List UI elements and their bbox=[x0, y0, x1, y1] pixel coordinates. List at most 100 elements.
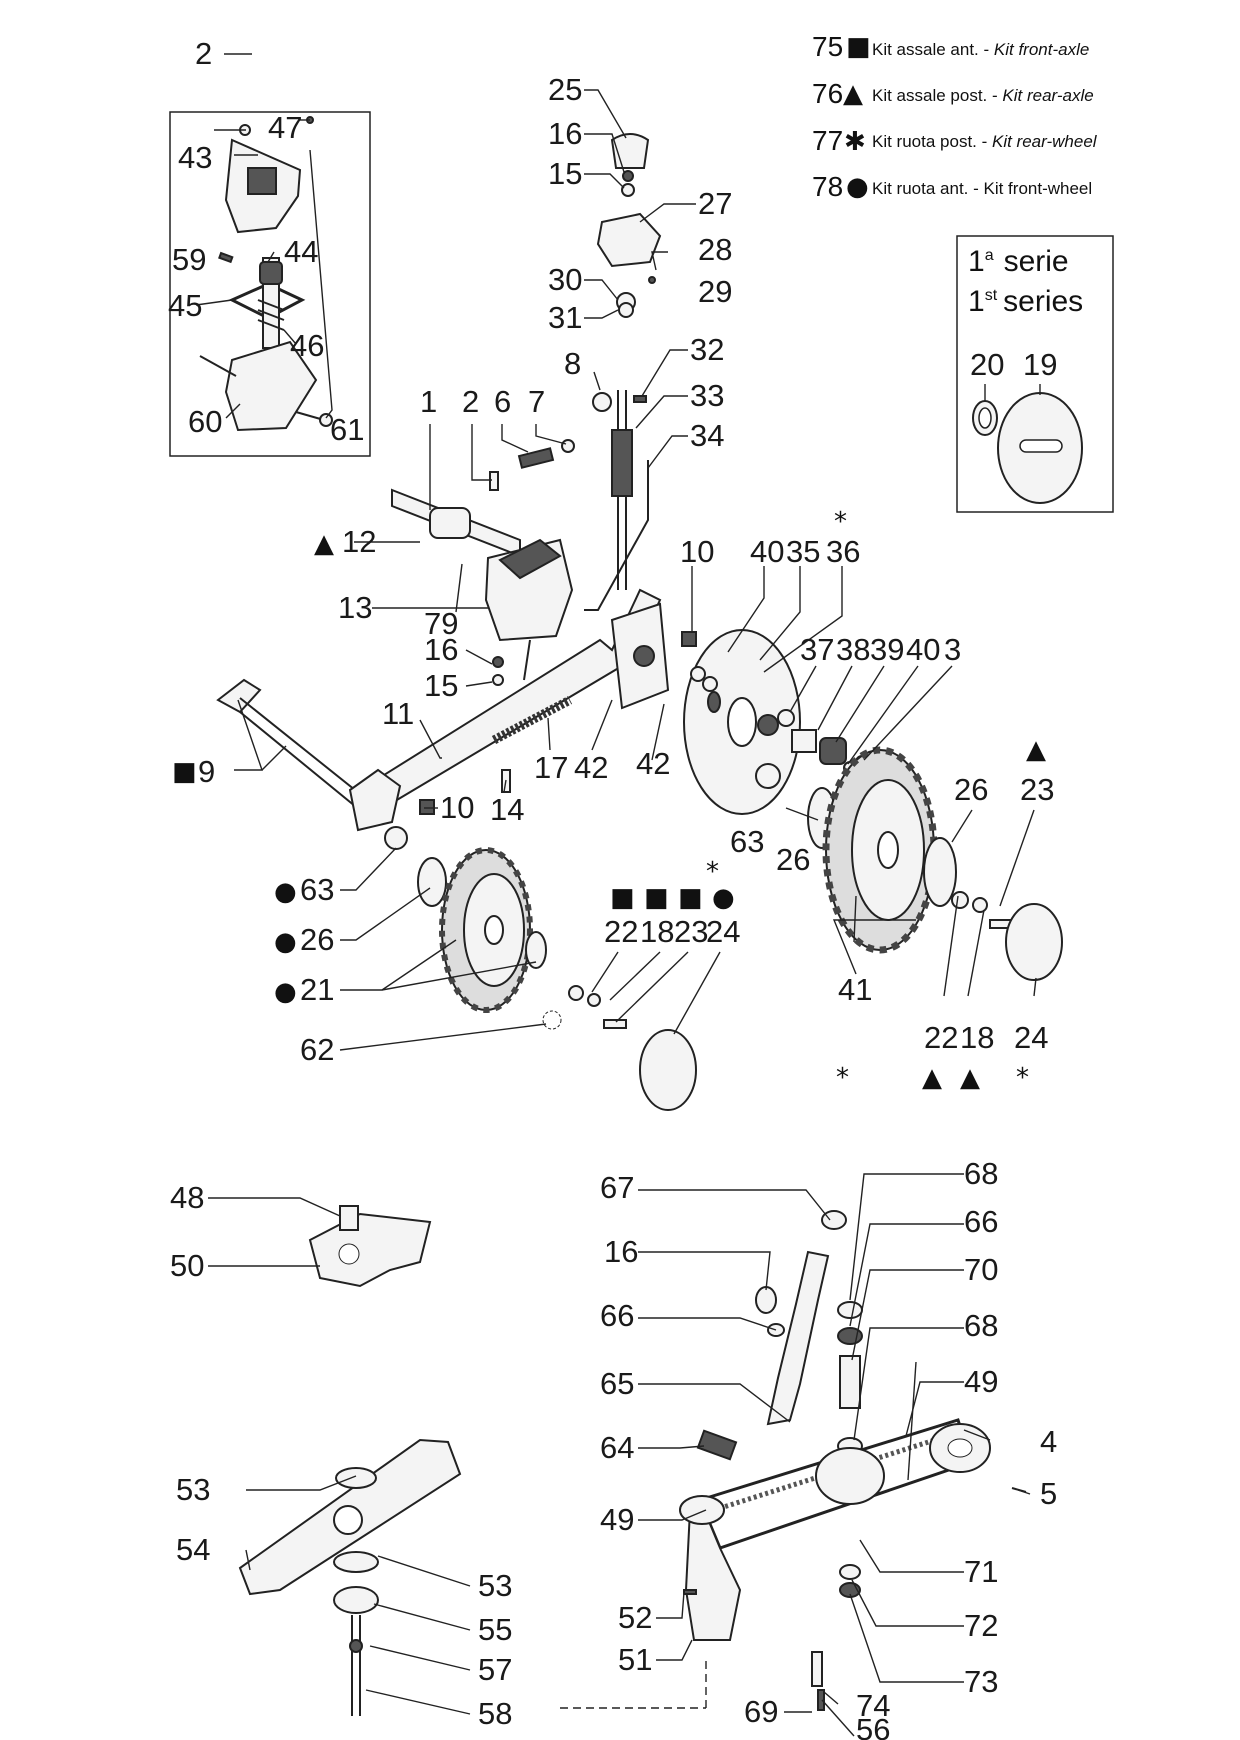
callout-35: 35 bbox=[786, 534, 820, 569]
callout-40: 40 bbox=[750, 534, 784, 569]
callout-28: 28 bbox=[698, 232, 732, 267]
callout-1: 1 bbox=[420, 384, 437, 419]
square-symbol-icon: ■ bbox=[846, 32, 871, 62]
callout-4: 4 bbox=[1040, 1424, 1057, 1459]
callout-10: 10 bbox=[440, 790, 474, 825]
callout-47: 47 bbox=[268, 110, 302, 145]
legend-number: 76 bbox=[812, 78, 843, 109]
callout-72: 72 bbox=[964, 1608, 998, 1643]
callout-43: 43 bbox=[178, 140, 212, 175]
callout-52: 52 bbox=[618, 1600, 652, 1635]
wheel-parts bbox=[384, 746, 1063, 1111]
square-symbol-icon: ■ bbox=[644, 883, 669, 913]
callout-33: 33 bbox=[690, 378, 724, 413]
callout-68: 68 bbox=[964, 1308, 998, 1343]
callout-26: 26 bbox=[954, 772, 988, 807]
legend-row-78: 78 ● Kit ruota ant. - Kit front-wheel bbox=[812, 171, 1092, 202]
callout-30: 30 bbox=[548, 262, 582, 297]
callout-40: 40 bbox=[906, 632, 940, 667]
callout-42: 42 bbox=[636, 746, 670, 781]
circle-symbol-icon: ● bbox=[846, 172, 869, 202]
callout-27: 27 bbox=[698, 186, 732, 221]
circle-symbol-icon: ● bbox=[712, 883, 735, 913]
legend-text: Kit ruota ant. - Kit front-wheel bbox=[872, 179, 1092, 198]
callout-57: 57 bbox=[478, 1652, 512, 1687]
callout-31: 31 bbox=[548, 300, 582, 335]
callout-18: 18 bbox=[960, 1020, 994, 1055]
callout-11: 11 bbox=[382, 696, 414, 731]
triangle-symbol-icon: ▲ bbox=[314, 529, 334, 559]
legend-number: 75 bbox=[812, 31, 843, 62]
callout-60: 60 bbox=[188, 404, 222, 439]
callout-16: 16 bbox=[548, 116, 582, 151]
callout-70: 70 bbox=[964, 1252, 998, 1287]
legend-row-75: 75 ■ Kit assale ant. - Kit front-axle bbox=[812, 31, 1089, 62]
callout-23: 23 bbox=[674, 914, 708, 949]
callout-16: 16 bbox=[424, 632, 458, 667]
square-symbol-icon: ■ bbox=[678, 883, 703, 913]
legend-number: 78 bbox=[812, 171, 843, 202]
callout-46: 46 bbox=[290, 328, 324, 363]
callout-19: 19 bbox=[1023, 347, 1057, 382]
legend-text: Kit assale ant. - Kit front-axle bbox=[872, 40, 1089, 59]
callout-61: 61 bbox=[330, 412, 364, 447]
callout-29: 29 bbox=[698, 274, 732, 309]
callout-22: 22 bbox=[604, 914, 638, 949]
callout-50: 50 bbox=[170, 1248, 204, 1283]
callout-48: 48 bbox=[170, 1180, 204, 1215]
callout-62: 62 bbox=[300, 1032, 334, 1067]
callout-63: 63 bbox=[300, 872, 334, 907]
kit-symbols: ▲ ■ * ● ● ● ■ ■ ■ ● * * * ▲ ▲ * ▲ bbox=[172, 507, 1046, 1093]
callout-69: 69 bbox=[744, 1694, 778, 1729]
callout-2: 2 bbox=[195, 36, 212, 71]
callout-26: 26 bbox=[300, 922, 334, 957]
callout-53: 53 bbox=[176, 1472, 210, 1507]
asterisk-symbol-icon: ✱ bbox=[844, 127, 866, 157]
callout-73: 73 bbox=[964, 1664, 998, 1699]
callout-55: 55 bbox=[478, 1612, 512, 1647]
callout-63: 63 bbox=[730, 824, 764, 859]
callout-24: 24 bbox=[706, 914, 740, 949]
callout-34: 34 bbox=[690, 418, 724, 453]
callout-23: 23 bbox=[1020, 772, 1054, 807]
circle-symbol-icon: ● bbox=[274, 977, 297, 1007]
callout-53: 53 bbox=[478, 1568, 512, 1603]
callout-32: 32 bbox=[690, 332, 724, 367]
circle-symbol-icon: ● bbox=[274, 877, 297, 907]
callout-66: 66 bbox=[600, 1298, 634, 1333]
callout-16: 16 bbox=[604, 1234, 638, 1269]
callout-64: 64 bbox=[600, 1430, 634, 1465]
callout-65: 65 bbox=[600, 1366, 634, 1401]
callout-6: 6 bbox=[494, 384, 511, 419]
callout-5: 5 bbox=[1040, 1476, 1057, 1511]
kit-legend: 75 ■ Kit assale ant. - Kit front-axle 76… bbox=[812, 31, 1098, 202]
callout-2: 2 bbox=[462, 384, 479, 419]
callout-45: 45 bbox=[168, 288, 202, 323]
triangle-symbol-icon: ▲ bbox=[843, 79, 863, 109]
callout-26: 26 bbox=[776, 842, 810, 877]
callout-25: 25 bbox=[548, 72, 582, 107]
leader-lines bbox=[208, 53, 1037, 1737]
callout-22: 22 bbox=[924, 1020, 958, 1055]
legend-text: Kit ruota post. - Kit rear-wheel bbox=[872, 132, 1098, 151]
callout-37: 37 bbox=[800, 632, 834, 667]
callout-17: 17 bbox=[534, 750, 568, 785]
triangle-symbol-icon: ▲ bbox=[960, 1063, 980, 1093]
callout-14: 14 bbox=[490, 792, 524, 827]
legend-row-76: 76 ▲ Kit assale post. - Kit rear-axle bbox=[812, 78, 1094, 109]
square-symbol-icon: ■ bbox=[172, 757, 197, 787]
callout-8: 8 bbox=[564, 346, 581, 381]
callout-39: 39 bbox=[870, 632, 904, 667]
callout-12: 12 bbox=[342, 524, 376, 559]
callout-44: 44 bbox=[284, 234, 318, 269]
asterisk-symbol-icon: * bbox=[836, 1063, 849, 1093]
callout-24: 24 bbox=[1014, 1020, 1048, 1055]
callout-79: 79 bbox=[424, 606, 458, 641]
callout-13: 13 bbox=[338, 590, 372, 625]
blade-and-belt-parts bbox=[238, 1205, 1027, 1716]
callout-21: 21 bbox=[300, 972, 334, 1007]
callout-10: 10 bbox=[680, 534, 714, 569]
